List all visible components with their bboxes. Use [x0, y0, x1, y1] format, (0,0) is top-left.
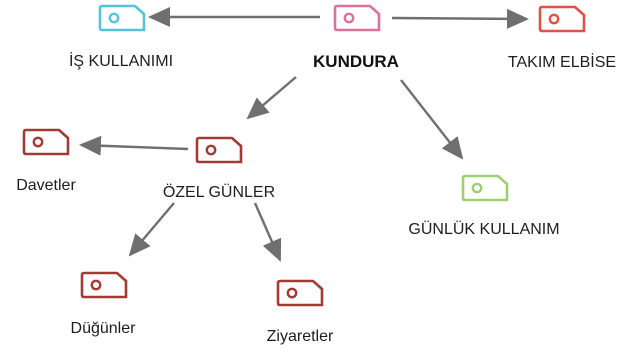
arrow-kundura-to-ozel-gunler [246, 76, 297, 120]
tag-icon [538, 5, 586, 33]
node-kundura: KUNDURA [313, 4, 399, 71]
tag-icon [333, 4, 381, 32]
node-davetler: Davetler [16, 128, 76, 194]
node-label-kundura: KUNDURA [313, 52, 399, 71]
node-label-ziyaretler: Ziyaretler [267, 328, 334, 345]
tag-icon [98, 4, 146, 32]
arrow-ozel-gunler-to-dugunler [128, 202, 175, 257]
tag-icon [22, 128, 70, 156]
node-takim-elbise: TAKIM ELBİSE [508, 5, 616, 71]
nodes: KUNDURA İŞ KULLANIMI TAKIM ELBİSE ÖZEL GÜNL… [16, 4, 616, 345]
arrow-kundura-to-gunluk-kullanim [400, 79, 464, 160]
node-label-takim-elbise: TAKIM ELBİSE [508, 52, 616, 71]
tag-icon [461, 174, 509, 202]
arrow-kundura-to-takim-elbise [391, 8, 529, 29]
node-label-ozel-gunler: ÖZEL GÜNLER [163, 183, 275, 201]
node-label-gunluk-kullanim: GÜNLÜK KULLANIM [408, 220, 559, 238]
tag-icon [276, 279, 324, 307]
tag-icon [195, 136, 243, 164]
node-label-davetler: Davetler [16, 177, 76, 194]
tag-icon [80, 271, 128, 299]
node-label-is-kullanimi: İŞ KULLANIMI [69, 51, 173, 70]
arrow-ozel-gunler-to-davetler [79, 135, 189, 156]
node-dugunler: Düğünler [71, 271, 137, 337]
connectors [79, 7, 529, 262]
node-ozel-gunler: ÖZEL GÜNLER [163, 136, 275, 201]
node-ziyaretler: Ziyaretler [267, 279, 334, 345]
arrow-ozel-gunler-to-ziyaretler [253, 202, 282, 262]
node-is-kullanimi: İŞ KULLANIMI [69, 4, 173, 70]
node-label-dugunler: Düğünler [71, 320, 137, 337]
node-gunluk-kullanim: GÜNLÜK KULLANIM [408, 174, 560, 238]
